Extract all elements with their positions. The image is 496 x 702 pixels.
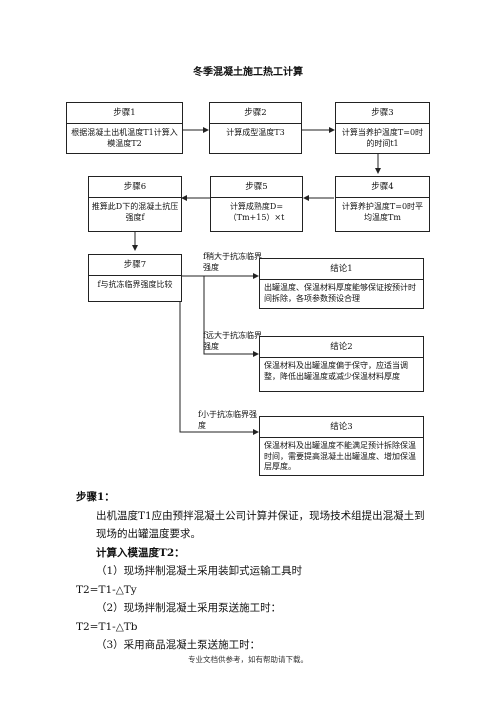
- flow-step-5-head: 步骤5: [211, 177, 302, 198]
- conclusion-1: 结论1 出罐温度、保温材料厚度能够保证按预计时间拆除，各项参数预设合理: [259, 258, 424, 309]
- conclusion-3-head: 结论3: [260, 417, 423, 438]
- flow-step-6-body: 推算此D下的混凝土抗压强度f: [91, 202, 179, 222]
- conclusion-3: 结论3 保温材料及出罐温度不能满足预计拆除保温时间，需要提高混凝土出罐温度、增加…: [259, 416, 424, 476]
- step1-paragraph: 出机温度T1应由预拌混凝土公司计算并保证，现场技术组提出混凝土到现场的出罐温度要…: [96, 509, 425, 541]
- t2-heading: 计算入模温度T2：: [96, 546, 185, 559]
- list-item-1: （1）现场拌制混凝土采用装卸式运输工具时: [96, 565, 303, 577]
- conclusion-1-head: 结论1: [260, 259, 423, 280]
- flow-step-2: 步骤2 计算成型温度T3: [209, 102, 302, 154]
- branch-label-far-above: f远大于抗冻临界强度: [203, 331, 262, 351]
- flow-step-6-head: 步骤6: [89, 177, 181, 198]
- flow-step-5: 步骤5 计算成熟度D=（Tm+15）×t: [210, 176, 303, 232]
- document-title: 冬季混凝土施工热工计算: [193, 67, 303, 78]
- flow-step-2-head: 步骤2: [210, 103, 301, 124]
- flow-step-3: 步骤3 计算当养护温度T=0时的时间t1: [335, 102, 430, 154]
- flow-step-1: 步骤1 根据混凝土出机温度T1计算入模温度T2: [66, 102, 183, 154]
- branch-label-slightly-above: f稍大于抗冻临界强度: [203, 252, 262, 272]
- flow-step-4: 步骤4 计算养护温度T=0时平均温度Tm: [335, 176, 430, 232]
- step1-heading: 步骤1：: [76, 491, 115, 503]
- formula-2: T2=T1-△Tb: [76, 620, 138, 633]
- flow-step-3-head: 步骤3: [336, 103, 429, 124]
- flow-step-3-body: 计算当养护温度T=0时的时间t1: [341, 128, 424, 148]
- conclusion-3-body: 保温材料及出罐温度不能满足预计拆除保温时间，需要提高混凝土出罐温度、增加保温层厚…: [264, 441, 416, 471]
- list-item-3: （3）采用商品混凝土泵送施工时：: [96, 639, 261, 651]
- flow-step-6: 步骤6 推算此D下的混凝土抗压强度f: [88, 176, 182, 232]
- flow-step-7-head: 步骤7: [89, 255, 181, 276]
- document-body: 步骤1： 出机温度T1应由预拌混凝土公司计算并保证，现场技术组提出混凝土到现场的…: [76, 488, 426, 655]
- flow-step-7-body: f与抗冻临界强度比较: [97, 280, 173, 289]
- flow-step-4-head: 步骤4: [336, 177, 429, 198]
- conclusion-1-body: 出罐温度、保温材料厚度能够保证按预计时间拆除，各项参数预设合理: [264, 283, 416, 303]
- conclusion-2-head: 结论2: [260, 337, 423, 358]
- conclusion-2-body: 保温材料及出罐温度偏于保守，应适当调整，降低出罐温度或减少保温材料厚度: [264, 361, 408, 381]
- conclusion-2: 结论2 保温材料及出罐温度偏于保守，应适当调整，降低出罐温度或减少保温材料厚度: [259, 336, 424, 392]
- flow-step-2-body: 计算成型温度T3: [226, 128, 285, 137]
- formula-1: T2=T1-△Ty: [76, 583, 137, 596]
- branch-label-below: f小于抗冻临界强度: [198, 410, 257, 430]
- flow-step-5-body: 计算成熟度D=（Tm+15）×t: [228, 202, 285, 222]
- list-item-2: （2）现场拌制混凝土采用泵送施工时：: [96, 602, 282, 614]
- flow-step-4-body: 计算养护温度T=0时平均温度Tm: [341, 202, 424, 222]
- page-footer: 专业文档供参考，如有帮助请下载。: [188, 655, 308, 664]
- flow-step-1-body: 根据混凝土出机温度T1计算入模温度T2: [71, 128, 178, 148]
- flow-step-7: 步骤7 f与抗冻临界强度比较: [88, 254, 182, 302]
- flow-step-1-head: 步骤1: [67, 103, 182, 124]
